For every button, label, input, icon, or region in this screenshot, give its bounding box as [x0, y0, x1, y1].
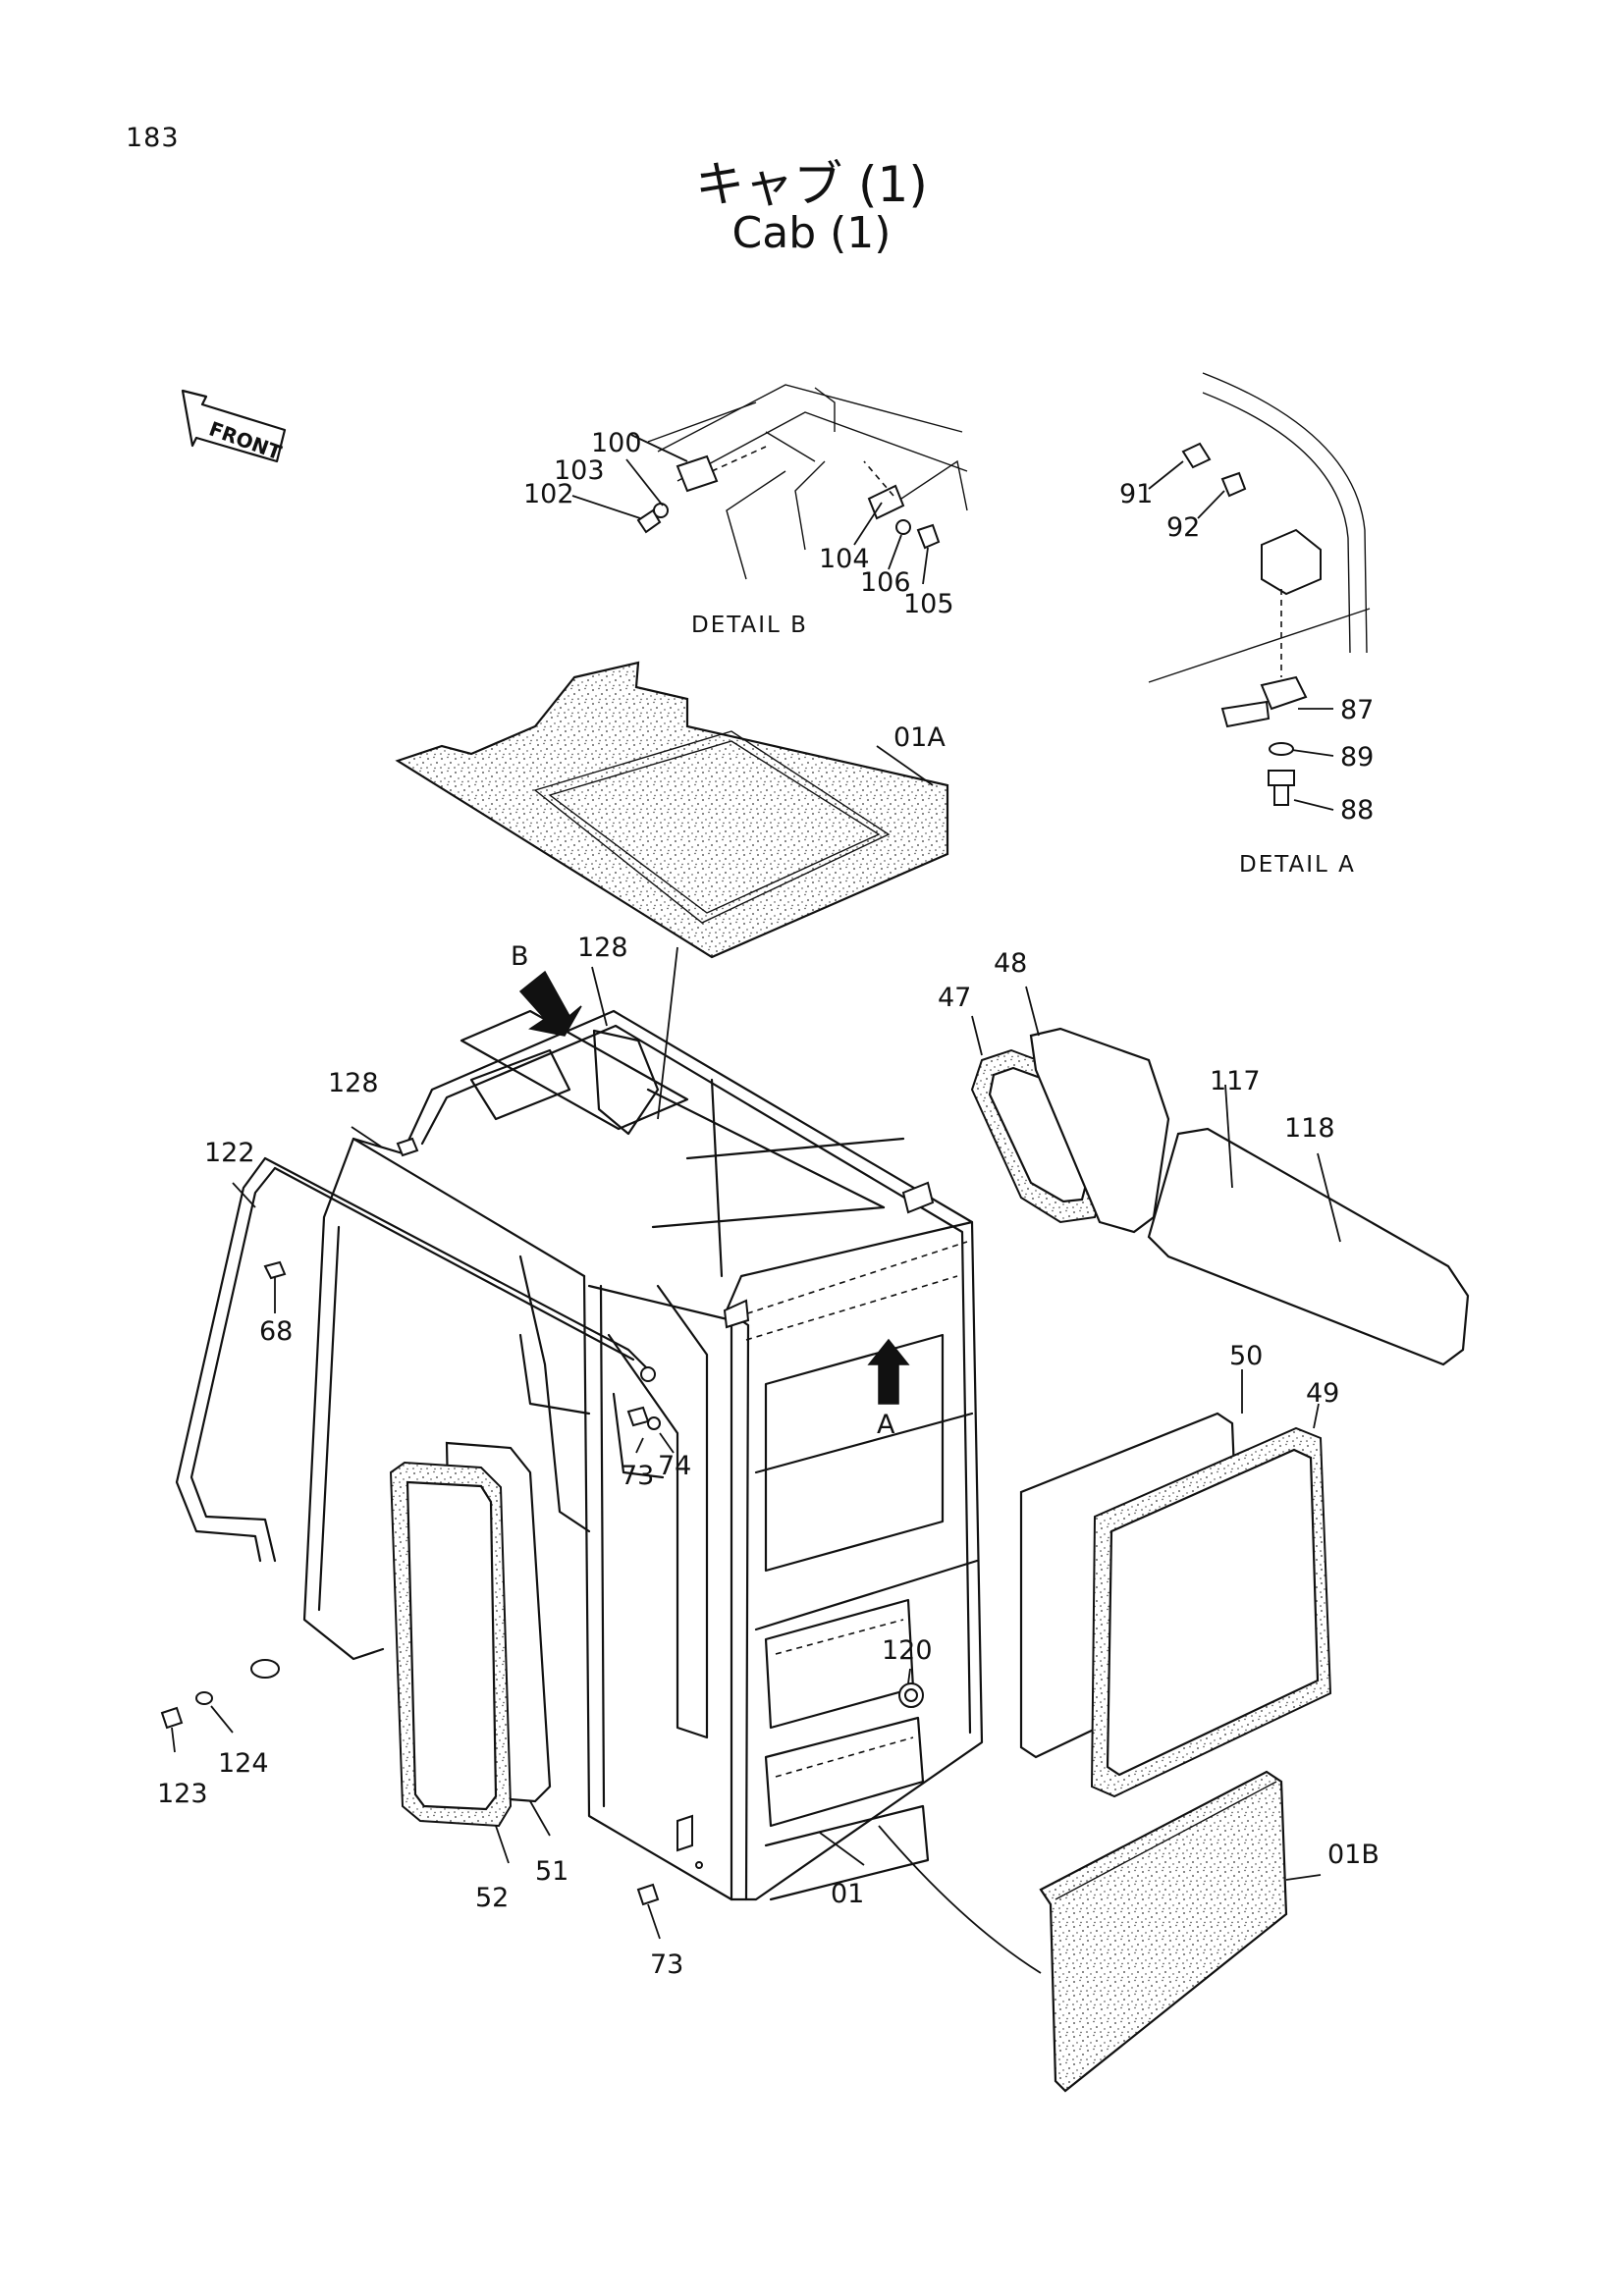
- callout-52: 52: [475, 1883, 509, 1913]
- callout-87: 87: [1340, 695, 1374, 725]
- detail-b-drawing: [636, 384, 968, 580]
- front-arrow-icon: FRONT: [181, 389, 287, 465]
- glass-117: [1147, 1127, 1470, 1366]
- callout-01a: 01A: [893, 722, 946, 753]
- detail-a-drawing: [1148, 372, 1371, 806]
- callout-73-upper: 73: [621, 1461, 654, 1491]
- callout-100: 100: [591, 428, 642, 458]
- callout-48: 48: [994, 948, 1027, 979]
- roof-panel-01a: [395, 661, 949, 959]
- callout-105: 105: [903, 589, 954, 619]
- leader-lines: [171, 434, 1341, 1940]
- callout-123: 123: [157, 1779, 208, 1809]
- detail-b-caption: DETAIL B: [691, 613, 808, 638]
- callout-104: 104: [819, 544, 870, 574]
- callout-89: 89: [1340, 742, 1374, 773]
- title-english: Cab (1): [731, 208, 892, 258]
- callout-73-lower: 73: [650, 1949, 683, 1980]
- callout-labels: 100 103 102 104 106 105 91 92 87 89 88 0…: [157, 428, 1380, 1980]
- callout-74: 74: [658, 1451, 691, 1481]
- page-number: 183: [126, 123, 180, 153]
- arrow-b-icon: [518, 970, 582, 1037]
- callout-102: 102: [523, 479, 574, 509]
- callout-128-top: 128: [577, 933, 628, 963]
- callout-92: 92: [1166, 512, 1200, 543]
- callout-103: 103: [554, 455, 605, 486]
- front-label: FRONT: [206, 417, 285, 465]
- cab-frame-01: [302, 1009, 984, 1901]
- title-japanese: キャブ (1): [695, 156, 928, 213]
- callout-50: 50: [1229, 1341, 1263, 1371]
- callout-117: 117: [1210, 1066, 1261, 1096]
- panel-01b: [1039, 1770, 1288, 2093]
- callout-01b: 01B: [1327, 1840, 1380, 1870]
- callout-128-left: 128: [328, 1068, 379, 1098]
- callout-49: 49: [1306, 1378, 1339, 1409]
- arrow-b-label: B: [511, 941, 529, 972]
- callout-88: 88: [1340, 795, 1374, 826]
- callout-68: 68: [259, 1316, 293, 1347]
- callout-01: 01: [831, 1879, 864, 1909]
- callout-106: 106: [860, 567, 911, 598]
- callout-120: 120: [882, 1635, 933, 1666]
- handrail-122: [175, 1156, 656, 1679]
- callout-124: 124: [218, 1748, 269, 1779]
- callout-118: 118: [1284, 1113, 1335, 1144]
- callout-47: 47: [938, 983, 971, 1013]
- arrow-a-icon: [867, 1338, 910, 1405]
- arrow-a-label: A: [877, 1410, 895, 1440]
- callout-91: 91: [1119, 479, 1153, 509]
- callout-122: 122: [204, 1138, 255, 1168]
- callout-51: 51: [535, 1856, 568, 1887]
- detail-a-caption: DETAIL A: [1239, 852, 1356, 878]
